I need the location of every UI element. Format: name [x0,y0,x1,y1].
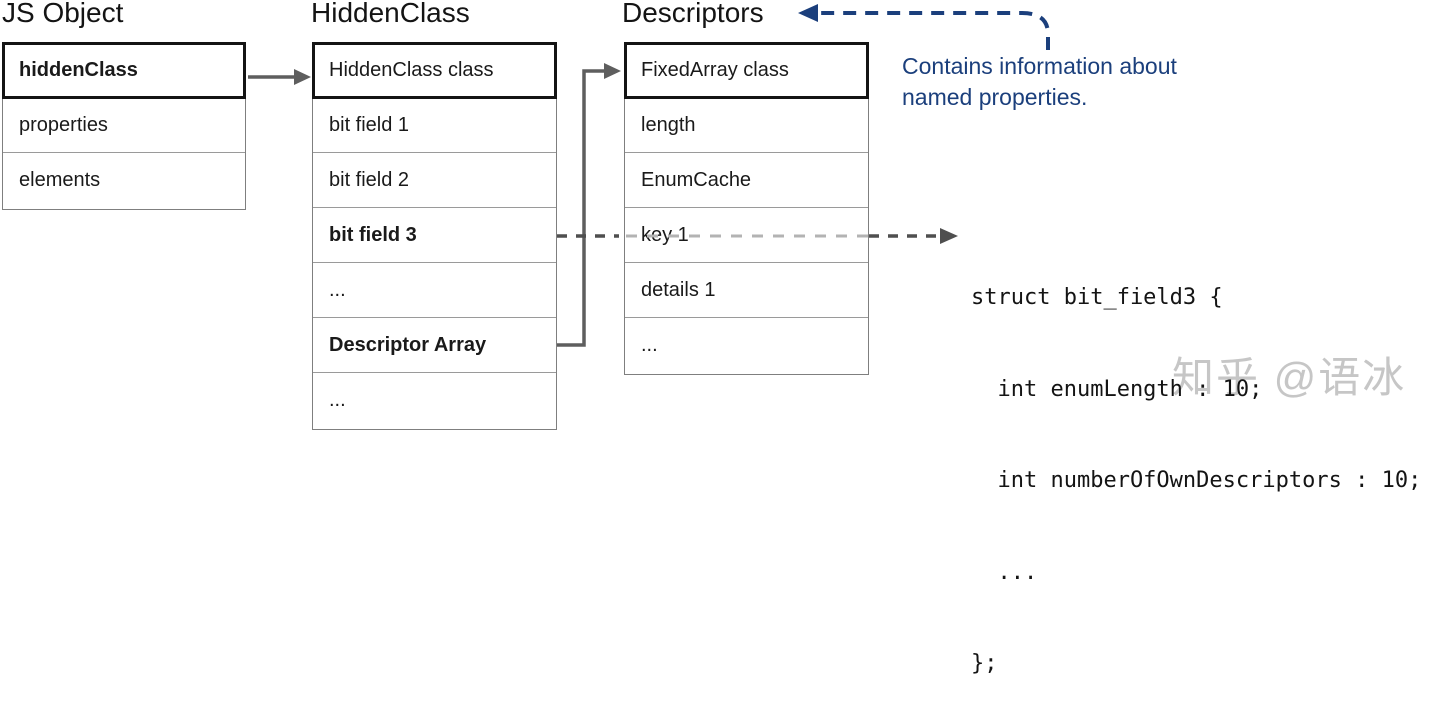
row-elements: elements [19,169,101,191]
row-enumcache: EnumCache [625,153,868,208]
hiddenclass-table: HiddenClass class bit field 1 bit field … [312,42,557,430]
descriptors-table: FixedArray class length EnumCache key 1 … [624,42,869,375]
zhihu-watermark: 知乎 @语冰 [1172,354,1407,401]
row-properties: properties [3,98,245,153]
row-hiddenclass: hiddenClass [2,42,246,99]
row-ellipsis-1: ... [313,263,556,318]
jsobject-table: hiddenClass properties elements [2,42,246,210]
annotation-line-1: Contains information about [902,53,1177,79]
row-bit-field-3: bit field 3 [313,208,556,263]
arrow-descriptor-array-to-descriptors [557,63,621,347]
row-fixedarray-class: FixedArray class [624,42,869,99]
row-bit-field-2: bit field 2 [313,153,556,208]
hiddenclass-title: HiddenClass [311,0,470,28]
annotation-note: Contains information about named propert… [902,51,1177,113]
jsobject-title: JS Object [2,0,124,28]
row-descriptor-array: Descriptor Array [313,318,556,373]
code-line: ... [971,559,1038,585]
row-bit-field-1: bit field 1 [313,98,556,153]
arrow-hiddenclass-to-hiddenclass [248,69,311,85]
row-length: length [625,98,868,153]
row-ellipsis-3: ... [641,334,658,356]
row-details-1: details 1 [625,263,868,318]
code-line: int numberOfOwnDescriptors : 10; [971,468,1422,493]
row-ellipsis-2: ... [329,389,346,411]
code-line: struct bit_field3 { [971,285,1223,310]
row-key-1: key 1 [625,208,868,263]
code-line: int enumLength : 10; [971,376,1263,402]
descriptors-title: Descriptors [622,0,764,28]
struct-code-snippet: struct bit_field3 { int enumLength : 10;… [971,222,1421,710]
code-line: }; [971,651,998,676]
annotation-line-2: named properties. [902,84,1088,110]
row-hiddenclass-class: HiddenClass class [312,42,557,99]
